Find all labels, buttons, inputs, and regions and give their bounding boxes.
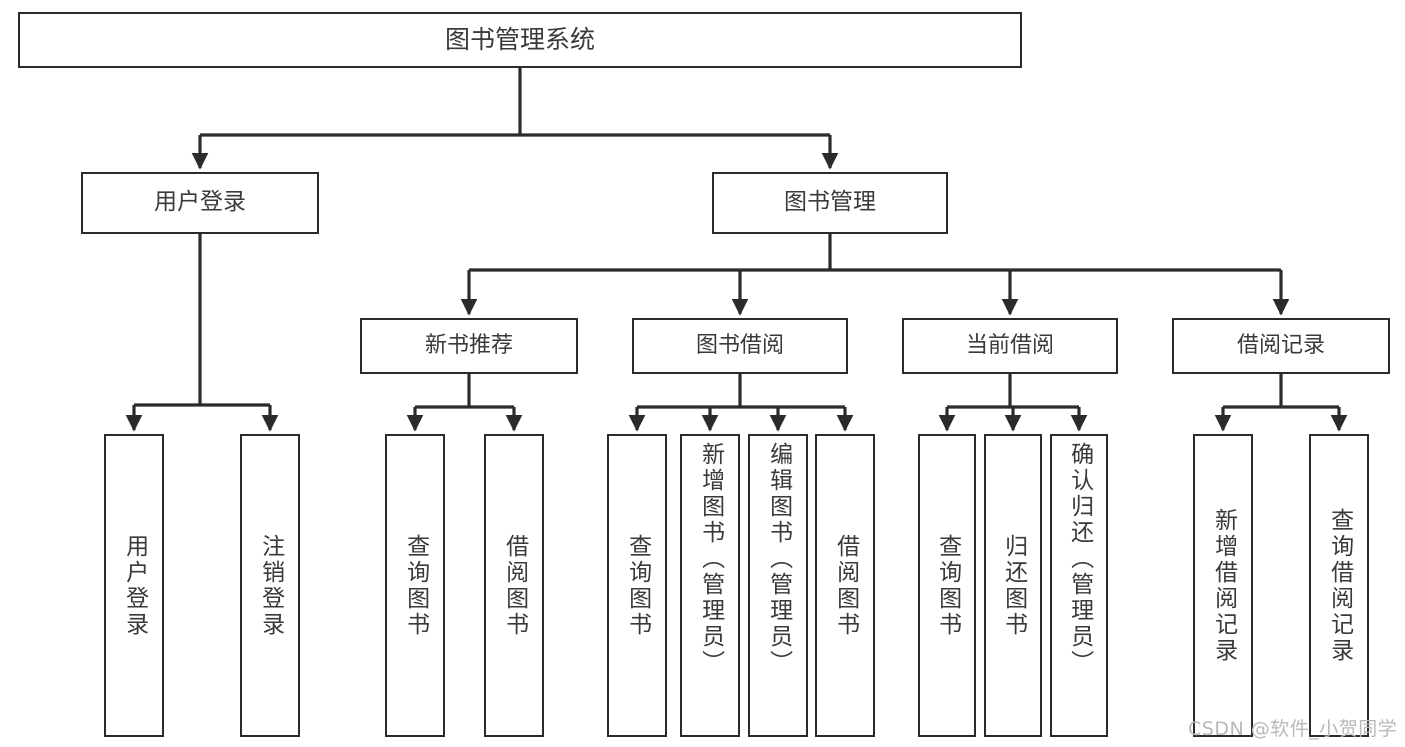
node-book-borrow[interactable]: 图书借阅 [632, 318, 848, 374]
node-book-management[interactable]: 图书管理 [712, 172, 948, 234]
leaf-add-borrow-record[interactable]: 新增借阅记录 [1193, 434, 1253, 737]
leaf-query-borrow-record[interactable]: 查询借阅记录 [1309, 434, 1369, 737]
leaf-confirm-return-admin[interactable]: 确认归还（管理员） [1050, 434, 1108, 737]
leaf-borrow-book-nb[interactable]: 借阅图书 [484, 434, 544, 737]
leaf-borrow-book-bb[interactable]: 借阅图书 [815, 434, 875, 737]
leaf-query-book-nb[interactable]: 查询图书 [385, 434, 445, 737]
leaf-edit-book-admin[interactable]: 编辑图书（管理员） [748, 434, 808, 737]
node-borrow-record[interactable]: 借阅记录 [1172, 318, 1390, 374]
leaf-query-book-cb[interactable]: 查询图书 [918, 434, 976, 737]
csdn-watermark: CSDN @软件_小贺同学 [1188, 718, 1398, 740]
node-new-book-recommend[interactable]: 新书推荐 [360, 318, 578, 374]
node-root[interactable]: 图书管理系统 [18, 12, 1022, 68]
leaf-add-book-admin[interactable]: 新增图书（管理员） [680, 434, 740, 737]
node-current-borrow[interactable]: 当前借阅 [902, 318, 1118, 374]
leaf-user-login[interactable]: 用户登录 [104, 434, 164, 737]
leaf-return-book[interactable]: 归还图书 [984, 434, 1042, 737]
leaf-query-book-bb[interactable]: 查询图书 [607, 434, 667, 737]
node-user-login[interactable]: 用户登录 [81, 172, 319, 234]
leaf-logout[interactable]: 注销登录 [240, 434, 300, 737]
